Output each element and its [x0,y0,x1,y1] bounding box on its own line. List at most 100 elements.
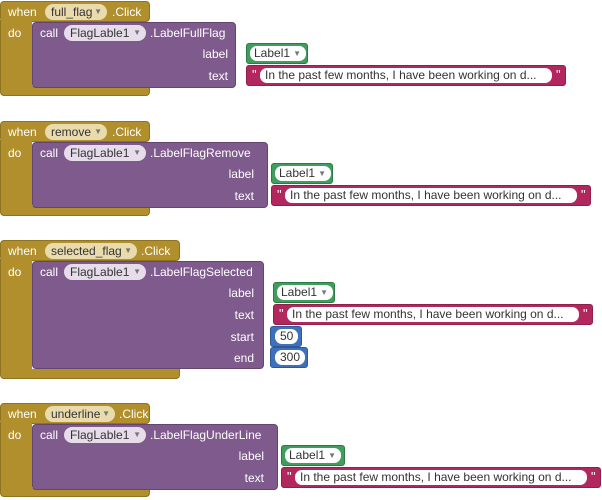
param-label-start: start [230,330,254,344]
component-value-dropdown[interactable]: Label1 ▼ [275,166,332,181]
string-block[interactable]: " In the past few months, I have been wo… [246,65,566,86]
event-block-full-flag[interactable]: when full_flag ▼ .Click do call FlagLabl… [0,0,602,100]
event-name: .Click [141,244,171,258]
param-label-text: text [244,471,264,485]
close-quote-icon: " [591,469,596,484]
do-label: do [8,146,22,160]
component-value-block[interactable]: Label1 ▼ [273,282,335,303]
call-label: call [40,146,59,160]
close-quote-icon: " [556,67,561,82]
when-label: when [8,5,37,19]
number-block-start[interactable]: 50 [270,326,302,347]
chevron-down-icon: ▼ [133,267,141,276]
open-quote-icon: " [252,67,257,82]
string-value[interactable]: In the past few months, I have been work… [295,470,587,485]
component-dropdown[interactable]: FlagLable1 ▼ [64,427,146,443]
event-component-name: underline [51,407,101,421]
component-name: FlagLable1 [70,26,130,40]
component-dropdown[interactable]: FlagLable1 ▼ [64,25,146,41]
component-value-dropdown[interactable]: Label1 ▼ [250,46,307,61]
param-label-label: label [202,47,228,61]
component-value: Label1 [281,285,318,299]
component-name: FlagLable1 [70,265,130,279]
param-label-label: label [228,167,254,181]
component-value-dropdown[interactable]: Label1 ▼ [285,448,342,463]
chevron-down-icon: ▼ [133,430,141,439]
param-label-text: text [208,69,228,83]
string-value[interactable]: In the past few months, I have been work… [260,68,552,83]
call-label: call [40,26,59,40]
event-component-dropdown[interactable]: selected_flag ▼ [45,243,137,259]
do-label: do [8,26,22,40]
event-footer [0,369,180,379]
call-label: call [40,265,59,279]
event-component-dropdown[interactable]: full_flag ▼ [45,4,107,20]
chevron-down-icon: ▼ [102,409,110,418]
component-name: FlagLable1 [70,146,130,160]
component-value: Label1 [289,448,326,462]
event-component-dropdown[interactable]: underline ▼ [45,406,115,422]
event-block-underline[interactable]: when underline ▼ .Click do call FlagLabl… [0,402,602,500]
event-component-dropdown[interactable]: remove ▼ [45,124,107,140]
event-component-name: full_flag [51,5,93,19]
param-label-text: text [234,308,254,322]
component-value-block[interactable]: Label1 ▼ [246,43,308,64]
event-spine [0,422,32,490]
event-footer [0,488,150,497]
component-dropdown[interactable]: FlagLable1 ▼ [64,264,146,280]
string-block[interactable]: " In the past few months, I have been wo… [273,304,593,325]
string-block[interactable]: " In the past few months, I have been wo… [281,467,601,488]
method-name: .LabelFlagSelected [150,265,253,279]
when-label: when [8,407,37,421]
when-label: when [8,125,37,139]
event-name: .Click [119,407,149,421]
string-value[interactable]: In the past few months, I have been work… [287,307,579,322]
chevron-down-icon: ▼ [133,28,141,37]
chevron-down-icon: ▼ [124,246,132,255]
chevron-down-icon: ▼ [293,49,302,58]
event-name: .Click [112,125,142,139]
chevron-down-icon: ▼ [318,169,327,178]
chevron-down-icon: ▼ [94,7,102,16]
method-name: .LabelFullFlag [150,26,226,40]
event-footer [0,86,150,96]
component-value: Label1 [279,166,316,180]
component-value-block[interactable]: Label1 ▼ [271,163,333,184]
when-label: when [8,244,37,258]
event-component-name: selected_flag [51,244,122,258]
event-spine [0,140,32,208]
string-value[interactable]: In the past few months, I have been work… [285,188,577,203]
do-label: do [8,265,22,279]
event-component-name: remove [51,125,92,139]
call-label: call [40,428,59,442]
open-quote-icon: " [277,187,282,202]
event-name: .Click [112,5,142,19]
close-quote-icon: " [581,187,586,202]
number-value-end[interactable]: 300 [275,350,306,365]
chevron-down-icon: ▼ [133,148,141,157]
component-value-dropdown[interactable]: Label1 ▼ [277,285,334,300]
open-quote-icon: " [287,469,292,484]
chevron-down-icon: ▼ [328,451,337,460]
component-value: Label1 [254,46,291,60]
chevron-down-icon: ▼ [320,288,329,297]
event-footer [0,206,150,216]
method-name: .LabelFlagUnderLine [150,428,262,442]
component-value-block[interactable]: Label1 ▼ [281,445,345,466]
do-label: do [8,428,22,442]
number-block-end[interactable]: 300 [270,347,308,368]
param-label-text: text [234,189,254,203]
number-value-start[interactable]: 50 [275,329,299,344]
param-label-end: end [233,351,254,365]
component-dropdown[interactable]: FlagLable1 ▼ [64,145,146,161]
method-name: .LabelFlagRemove [150,146,251,160]
event-block-selected-flag[interactable]: when selected_flag ▼ .Click do call Flag… [0,239,602,384]
event-block-remove[interactable]: when remove ▼ .Click do call FlagLable1 … [0,120,602,220]
open-quote-icon: " [279,306,284,321]
component-name: FlagLable1 [70,428,130,442]
string-block[interactable]: " In the past few months, I have been wo… [271,185,591,206]
chevron-down-icon: ▼ [94,127,102,136]
event-spine [0,20,32,88]
event-spine [0,259,32,371]
close-quote-icon: " [583,306,588,321]
